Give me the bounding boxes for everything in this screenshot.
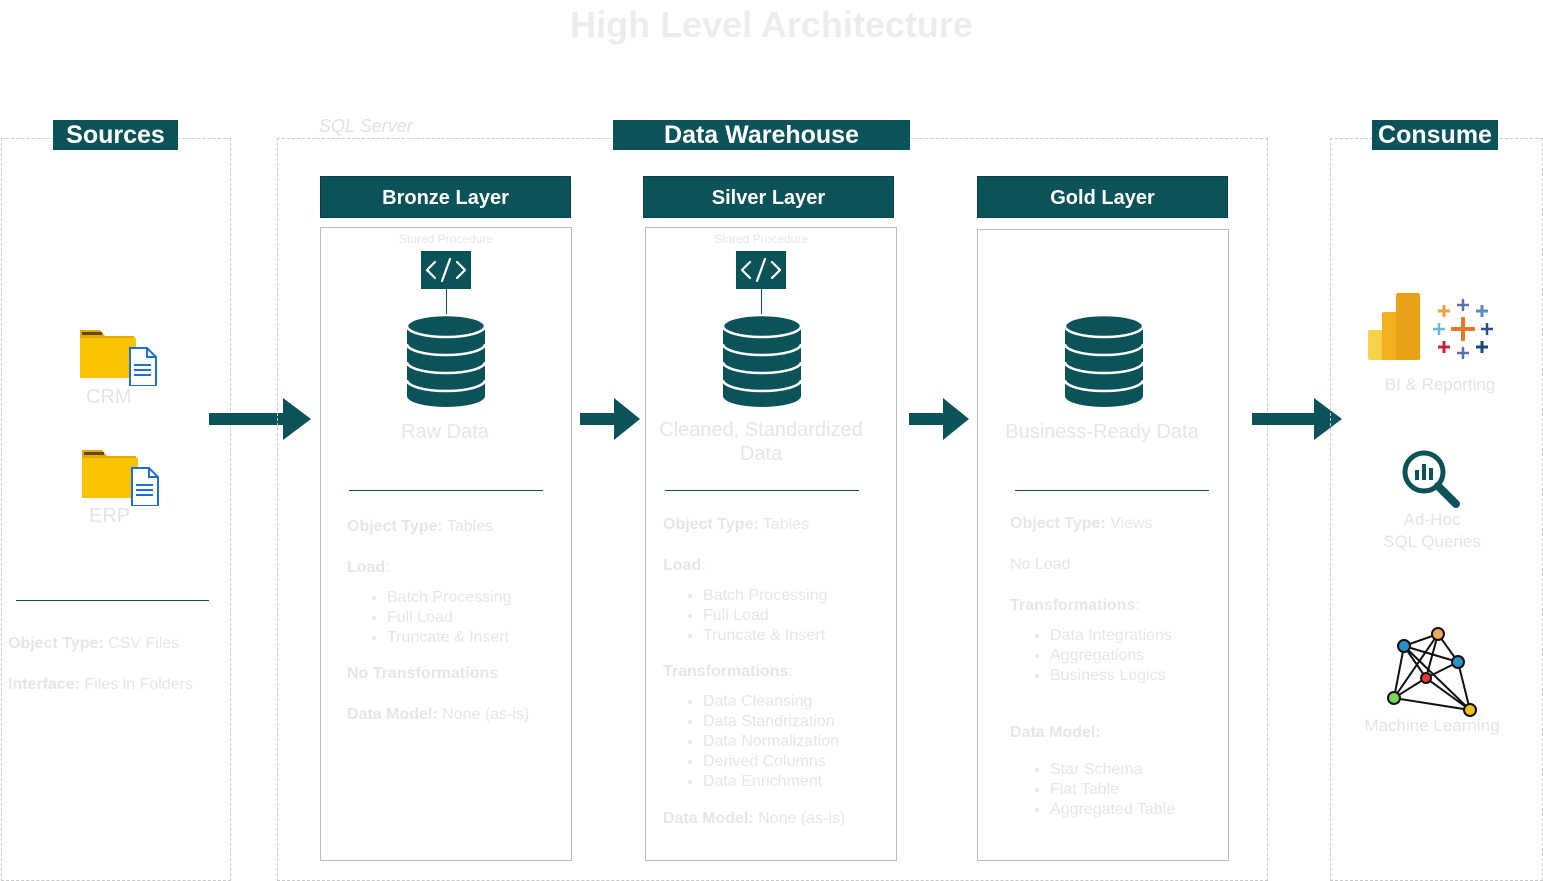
silver-load-list: Batch Processing Full Load Truncate & In… — [663, 586, 888, 646]
gold-data-model-list: Star Schema Flat Table Aggregated Table — [1010, 760, 1225, 820]
gold-details: Object Type: Views No Load Transformatio… — [1010, 514, 1225, 820]
bronze-layer-banner: Bronze Layer — [320, 176, 571, 218]
list-item: Derived Columns — [703, 752, 888, 772]
gold-object-type: Object Type: Views — [1010, 515, 1153, 532]
consume-ml-label: Machine Learning — [1364, 716, 1500, 735]
bronze-object-type: Object Type: Tables — [347, 518, 494, 535]
list-item: Data Cleansing — [703, 692, 888, 712]
powerbi-icon — [1366, 292, 1424, 367]
silver-details: Object Type: Tables Load: Batch Processi… — [663, 515, 888, 829]
bronze-data-model: Data Model: None (as-is) — [347, 706, 530, 723]
list-item: Business Logics — [1050, 666, 1225, 686]
gold-transformations-list: Data Integrations Aggregations Business … — [1010, 626, 1225, 686]
consume-banner: Consume — [1372, 120, 1498, 150]
silver-load-heading: Load: — [663, 557, 706, 574]
silver-transformations-list: Data Cleansing Data Standrization Data N… — [663, 692, 888, 792]
sources-interface: Interface: Files in Folders — [8, 676, 193, 693]
list-item: Full Load — [387, 608, 567, 628]
list-item: Data Enrichment — [703, 772, 888, 792]
bronze-load-heading: Load: — [347, 559, 390, 576]
list-item: Aggregations — [1050, 646, 1225, 666]
list-item: Batch Processing — [387, 588, 567, 608]
list-item: Full Load — [703, 606, 888, 626]
bronze-divider — [349, 490, 543, 491]
gold-description: Business-Ready Data — [1005, 421, 1199, 443]
bronze-stored-procedure-label: Stored Procedure — [398, 232, 494, 246]
list-item: Truncate & Insert — [703, 626, 888, 646]
list-item: Truncate & Insert — [387, 628, 567, 648]
gold-transformations-heading: Transformations: — [1010, 597, 1140, 614]
list-item: Flat Table — [1050, 780, 1225, 800]
list-item: Star Schema — [1050, 760, 1225, 780]
bronze-code-icon — [421, 251, 471, 289]
erp-folder-icon — [80, 446, 164, 511]
silver-database-icon — [720, 313, 804, 415]
bronze-load-list: Batch Processing Full Load Truncate & In… — [347, 588, 567, 648]
bronze-transformations: No Transformations — [347, 665, 499, 682]
bronze-description: Raw Data — [401, 421, 489, 443]
silver-divider — [665, 490, 859, 491]
silver-layer-banner: Silver Layer — [643, 176, 894, 218]
gold-data-model-heading: Data Model: — [1010, 724, 1101, 741]
arrow-silver-to-gold — [909, 398, 971, 445]
list-item: Data Integrations — [1050, 626, 1225, 646]
consume-adhoc-label: Ad-Hoc SQL Queries — [1383, 510, 1481, 551]
sources-object-type: Object Type: CSV Files — [8, 635, 180, 652]
sources-banner: Sources — [53, 120, 178, 150]
silver-connector — [761, 289, 762, 317]
crm-folder-icon — [78, 326, 162, 391]
warehouse-banner: Data Warehouse — [613, 120, 910, 150]
list-item: Data Normalization — [703, 732, 888, 752]
source-crm-label: CRM — [86, 386, 132, 408]
gold-divider — [1015, 490, 1209, 491]
list-item: Batch Processing — [703, 586, 888, 606]
page-title: High Level Architecture — [570, 4, 973, 45]
source-erp-label: ERP — [89, 505, 131, 527]
silver-code-icon — [736, 251, 786, 289]
arrow-bronze-to-silver — [580, 398, 642, 445]
tableau-icon — [1430, 298, 1496, 365]
gold-database-icon — [1062, 313, 1146, 415]
list-item: Aggregated Table — [1050, 800, 1225, 820]
sql-server-label: SQL Server — [319, 116, 413, 136]
bronze-database-icon — [404, 313, 488, 415]
silver-data-model: Data Model: None (as-is) — [663, 810, 846, 827]
silver-object-type: Object Type: Tables — [663, 516, 810, 533]
network-graph-icon — [1384, 626, 1480, 723]
bronze-connector — [446, 289, 447, 317]
sources-divider — [16, 600, 209, 601]
silver-transformations-heading: Transformations: — [663, 663, 793, 680]
gold-load: No Load — [1010, 556, 1071, 573]
arrow-gold-to-consume — [1252, 398, 1344, 445]
gold-layer-banner: Gold Layer — [977, 176, 1228, 218]
bronze-details: Object Type: Tables Load: Batch Processi… — [347, 517, 567, 725]
arrow-sources-to-bronze — [209, 398, 313, 445]
magnifier-chart-icon — [1400, 448, 1464, 515]
silver-description: Cleaned, Standardized Data — [659, 419, 863, 465]
list-item: Data Standrization — [703, 712, 888, 732]
silver-stored-procedure-label: Stored Procedure — [713, 232, 809, 246]
consume-bi-label: BI & Reporting — [1384, 375, 1496, 394]
